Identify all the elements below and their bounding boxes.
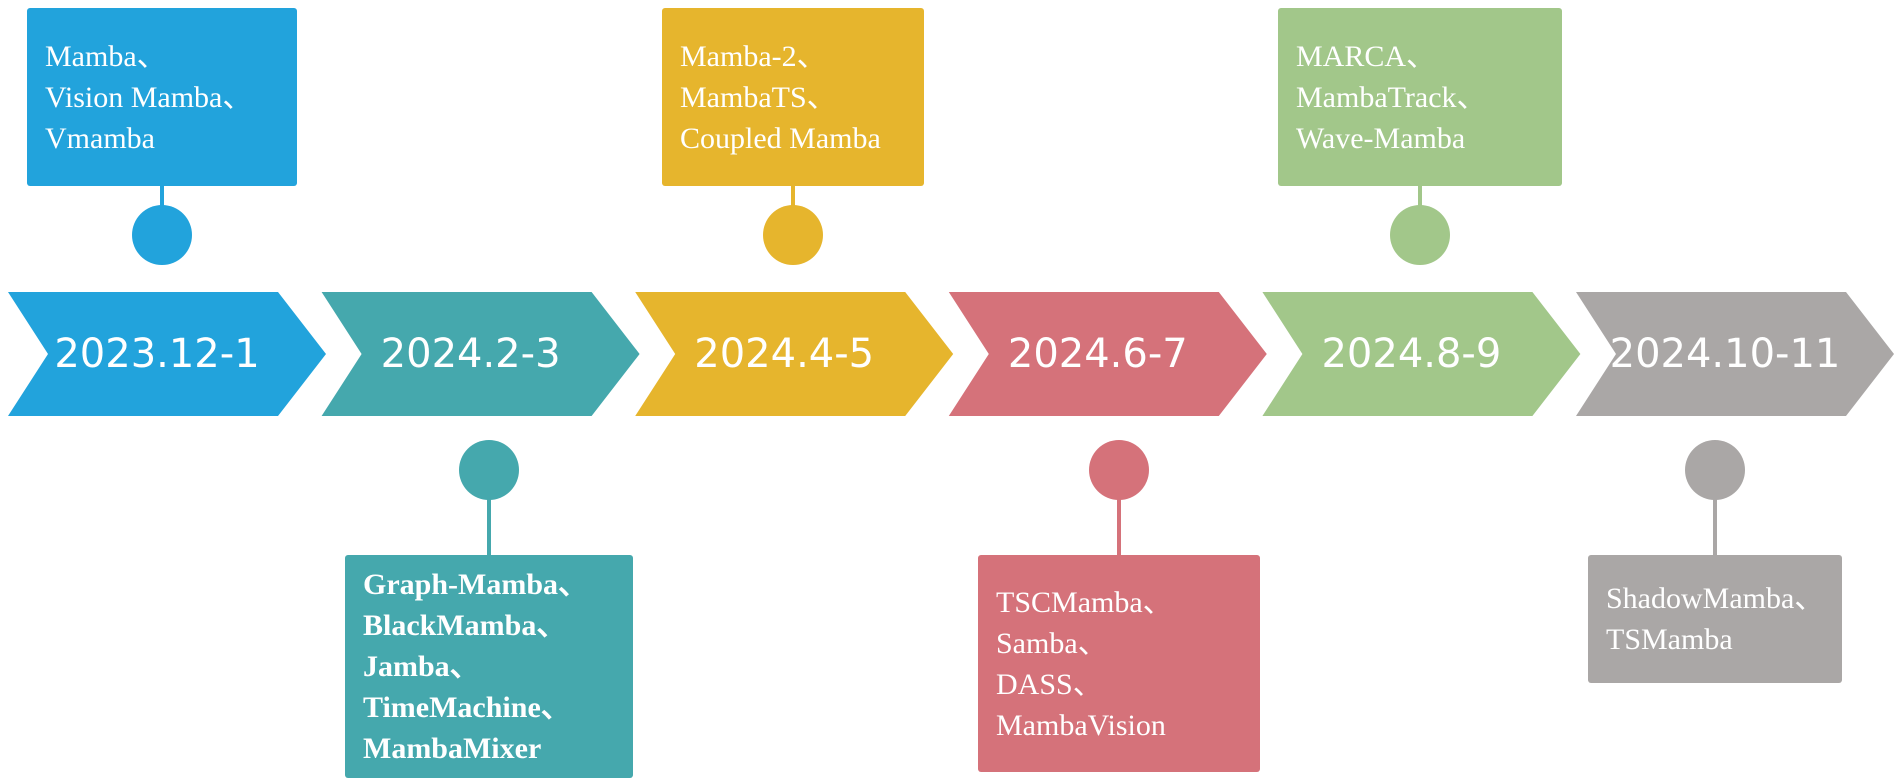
model-name: Coupled Mamba — [680, 121, 881, 155]
model-name: Samba、 — [996, 626, 1108, 660]
model-name: TSMamba — [1606, 623, 1733, 656]
connector-stem — [1117, 470, 1121, 555]
model-name: ShadowMamba、 — [1606, 582, 1825, 615]
timeline-arrow-4 — [948, 292, 1267, 416]
model-name: DASS、 — [996, 667, 1103, 701]
period-date-label: 2024.4-5 — [694, 331, 875, 377]
period-date-label: 2023.12-1 — [54, 331, 260, 377]
period-models-box: MARCA、 MambaTrack、 Wave-Mamba — [1278, 8, 1562, 186]
model-name: Graph-Mamba、 — [363, 568, 588, 601]
timeline-arrow-1 — [8, 292, 326, 416]
model-name: Vmamba — [45, 121, 155, 155]
model-name: Wave-Mamba — [1296, 121, 1466, 155]
period-models-box: TSCMamba、 Samba、 DASS、 MambaVision — [978, 555, 1260, 772]
period-date-label: 2024.6-7 — [1007, 331, 1188, 377]
period-models-box: Mamba-2、 MambaTS、 Coupled Mamba — [662, 8, 924, 186]
model-name: Vision Mamba、 — [45, 80, 253, 114]
model-name: BlackMamba、 — [363, 609, 567, 642]
model-name: Jamba、 — [363, 650, 480, 683]
model-name: MambaTS、 — [680, 80, 837, 114]
model-name: Mamba-2、 — [680, 39, 827, 73]
timeline-arrow-5 — [1262, 292, 1581, 416]
connector-dot — [1390, 205, 1450, 265]
period-date-label: 2024.10-11 — [1609, 331, 1841, 377]
model-name: Mamba、 — [45, 39, 167, 73]
timeline-arrow-2 — [321, 292, 640, 416]
model-name: TSCMamba、 — [996, 585, 1173, 619]
connector-stem — [1713, 470, 1717, 555]
period-date-label: 2024.2-3 — [380, 331, 561, 377]
model-name: MambaMixer — [363, 732, 542, 765]
model-name: MambaVision — [996, 708, 1166, 742]
connector-dot — [459, 440, 519, 500]
period-date-label: 2024.8-9 — [1321, 331, 1502, 377]
connector-dot — [132, 205, 192, 265]
model-name: MambaTrack、 — [1296, 80, 1487, 114]
model-name: TimeMachine、 — [363, 691, 571, 724]
timeline-arrow-3 — [635, 292, 954, 416]
model-name: MARCA、 — [1296, 39, 1437, 73]
connector-stem — [487, 470, 491, 555]
period-models-box: Graph-Mamba、 BlackMamba、 Jamba、 TimeMachine… — [345, 555, 633, 778]
connector-dot — [1089, 440, 1149, 500]
period-models-box: Mamba、 Vision Mamba、 Vmamba — [27, 8, 297, 186]
period-models-box: ShadowMamba、 TSMamba — [1588, 555, 1842, 683]
connector-dot — [763, 205, 823, 265]
connector-dot — [1685, 440, 1745, 500]
timeline-arrow-6 — [1576, 292, 1894, 416]
